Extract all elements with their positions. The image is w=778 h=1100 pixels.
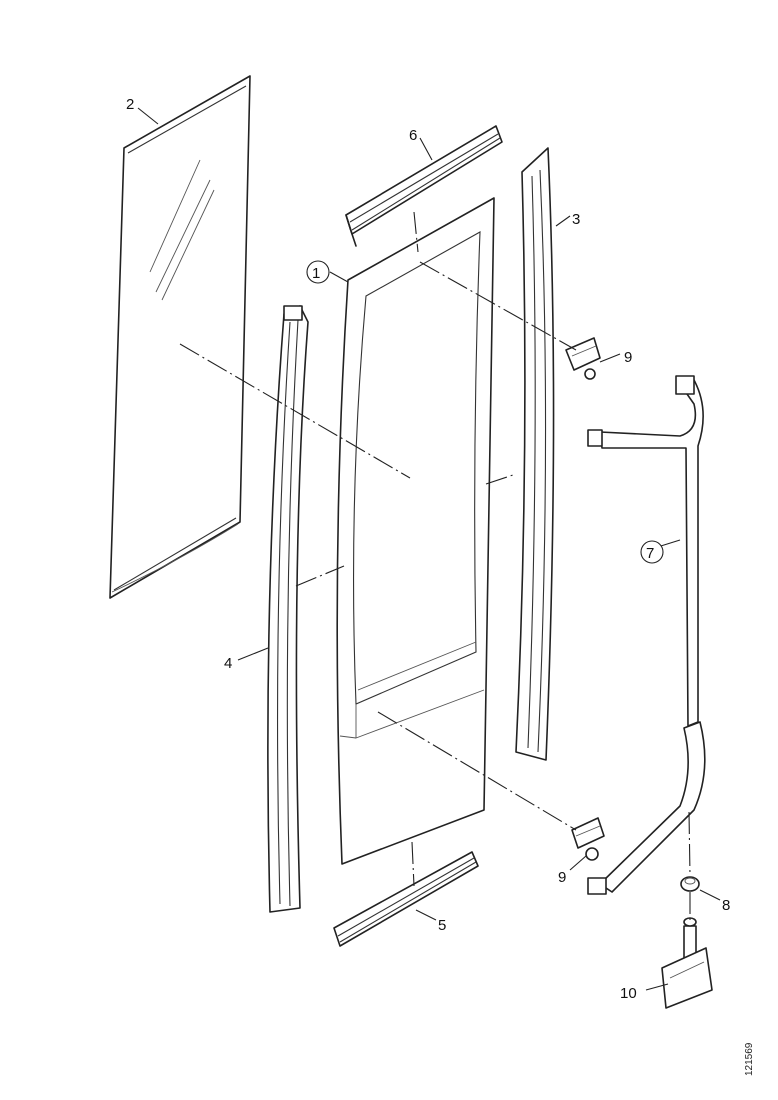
callout-9-lower: 9 — [558, 869, 566, 886]
callout-4: 4 — [224, 655, 232, 672]
glass-panel-part-2 — [109, 75, 251, 599]
callout-8: 8 — [722, 897, 730, 914]
callout-2: 2 — [126, 96, 134, 113]
callout-9-upper: 9 — [624, 349, 632, 366]
callout-1: 1 — [312, 265, 320, 282]
callout-5: 5 — [438, 917, 446, 934]
hinge-part-9-upper — [565, 337, 601, 380]
bottom-rail-part-5 — [333, 851, 479, 947]
callout-circle-1 — [306, 260, 330, 284]
callout-10: 10 — [620, 985, 637, 1002]
handle-bar-part-7 — [587, 375, 706, 895]
callout-7: 7 — [646, 545, 654, 562]
assembly-centerlines — [179, 211, 691, 920]
right-profile-part-3 — [515, 147, 555, 761]
hinge-part-9-lower — [571, 817, 605, 861]
top-rail-part-6 — [345, 125, 503, 247]
leader-lines — [137, 107, 721, 991]
bracket-part-10 — [661, 917, 713, 1009]
door-frame-part-1 — [336, 197, 495, 865]
reference-code: 121569 — [744, 1042, 755, 1076]
callout-circle-7 — [640, 540, 664, 564]
left-profile-part-4 — [267, 305, 309, 913]
callout-3: 3 — [572, 211, 580, 228]
callout-labels: 1 2 3 4 5 6 7 8 9 9 10 — [126, 96, 730, 1002]
callout-6: 6 — [409, 127, 417, 144]
bushing-part-8 — [680, 876, 700, 892]
